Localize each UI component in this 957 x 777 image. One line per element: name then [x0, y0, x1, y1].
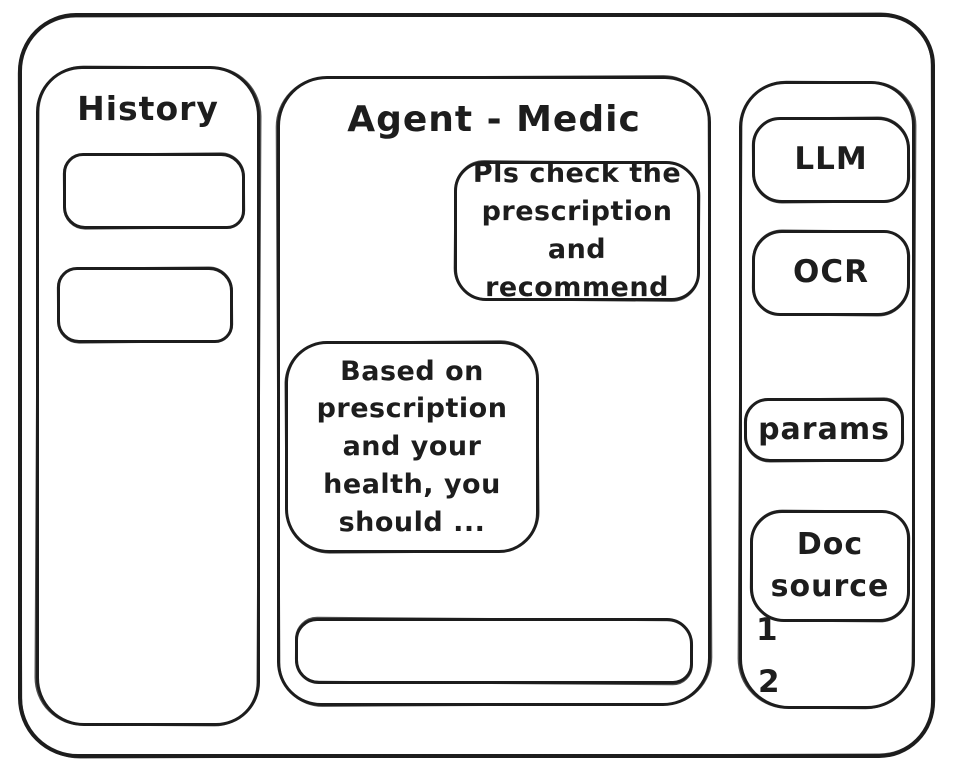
history-panel: History — [36, 66, 260, 726]
chat-panel: Agent - Medic Pls check the prescription… — [277, 76, 711, 706]
chat-title: Agent - Medic — [347, 99, 641, 140]
agent-message-bubble: Based on prescription and your health, y… — [285, 341, 539, 553]
user-message-bubble: Pls check the prescription and recommend — [454, 158, 700, 303]
doc-source-item[interactable]: 1 — [756, 612, 778, 648]
tools-panel: LLM OCR params Doc source 1 2 — [739, 81, 915, 709]
history-item[interactable] — [63, 153, 245, 229]
tool-button-params[interactable]: params — [744, 398, 904, 462]
tool-button-ocr[interactable]: OCR — [752, 230, 910, 316]
tool-button-llm[interactable]: LLM — [752, 117, 910, 203]
message-input[interactable] — [298, 621, 690, 681]
tool-button-doc-source[interactable]: Doc source — [750, 510, 910, 622]
history-title: History — [77, 89, 219, 128]
history-item[interactable] — [57, 267, 233, 343]
message-input-container — [295, 618, 693, 684]
doc-source-item[interactable]: 2 — [758, 664, 780, 700]
